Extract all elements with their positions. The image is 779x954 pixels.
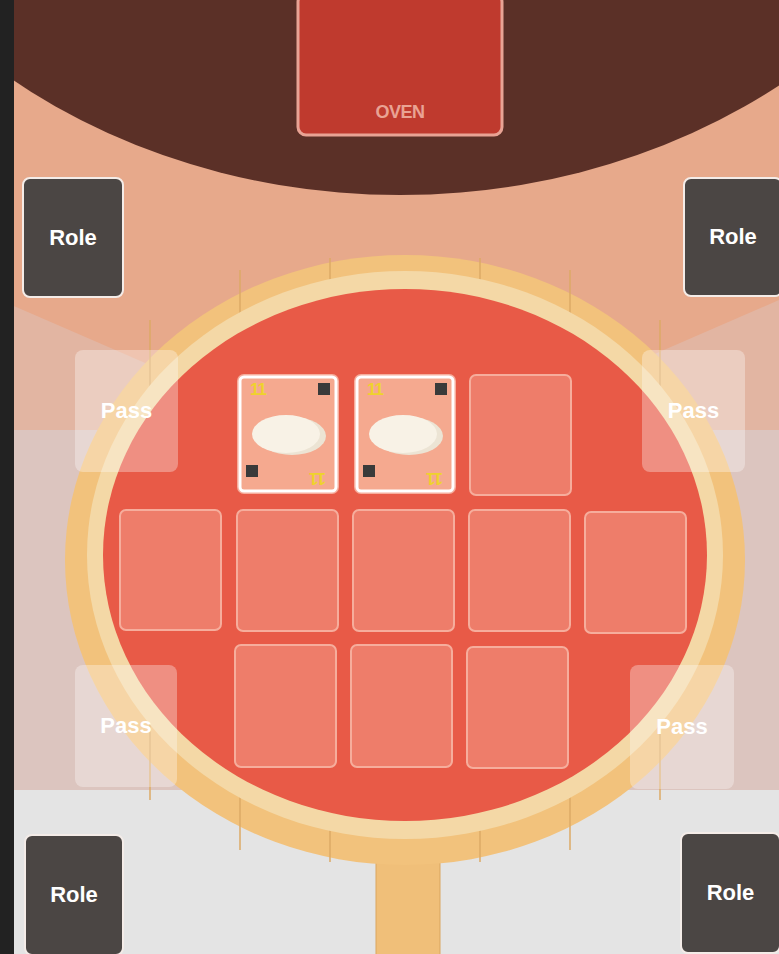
slot-label: Role xyxy=(49,225,97,251)
peel xyxy=(65,255,745,865)
dough-card xyxy=(357,377,453,491)
dough-card: 11 11 xyxy=(240,377,336,491)
card-slots xyxy=(120,375,686,768)
card-number: 11 xyxy=(427,468,443,488)
card-number: 11 xyxy=(367,380,383,400)
oven-mouth xyxy=(0,0,779,195)
role-slot: Role xyxy=(22,177,124,298)
slot-label: Role xyxy=(709,224,757,250)
oven-slot xyxy=(298,0,502,135)
pass-slot: Pass xyxy=(642,350,745,472)
pass-slot: Pass xyxy=(75,350,178,472)
pass-slot: Pass xyxy=(75,665,177,787)
slot-label: OVEN xyxy=(375,102,424,123)
oven-area: OVEN xyxy=(298,0,502,135)
slot-label: Pass xyxy=(656,714,707,740)
dough-card xyxy=(240,377,336,491)
pass-slot: Pass xyxy=(630,665,734,789)
crust xyxy=(87,271,723,839)
card-number: 11 xyxy=(310,468,326,488)
slot-label: Pass xyxy=(668,398,719,424)
role-slot: Role xyxy=(680,832,779,954)
role-slot: Role xyxy=(683,177,779,297)
slot-label: Pass xyxy=(101,398,152,424)
sauce xyxy=(103,289,707,821)
slot-label: Pass xyxy=(100,713,151,739)
role-slot: Role xyxy=(24,834,124,954)
dough-card: 11 11 xyxy=(357,377,453,491)
slot-label: Role xyxy=(707,880,755,906)
slot-label: Role xyxy=(50,882,98,908)
edge-strip xyxy=(0,0,14,954)
card-number: 11 xyxy=(250,380,266,400)
